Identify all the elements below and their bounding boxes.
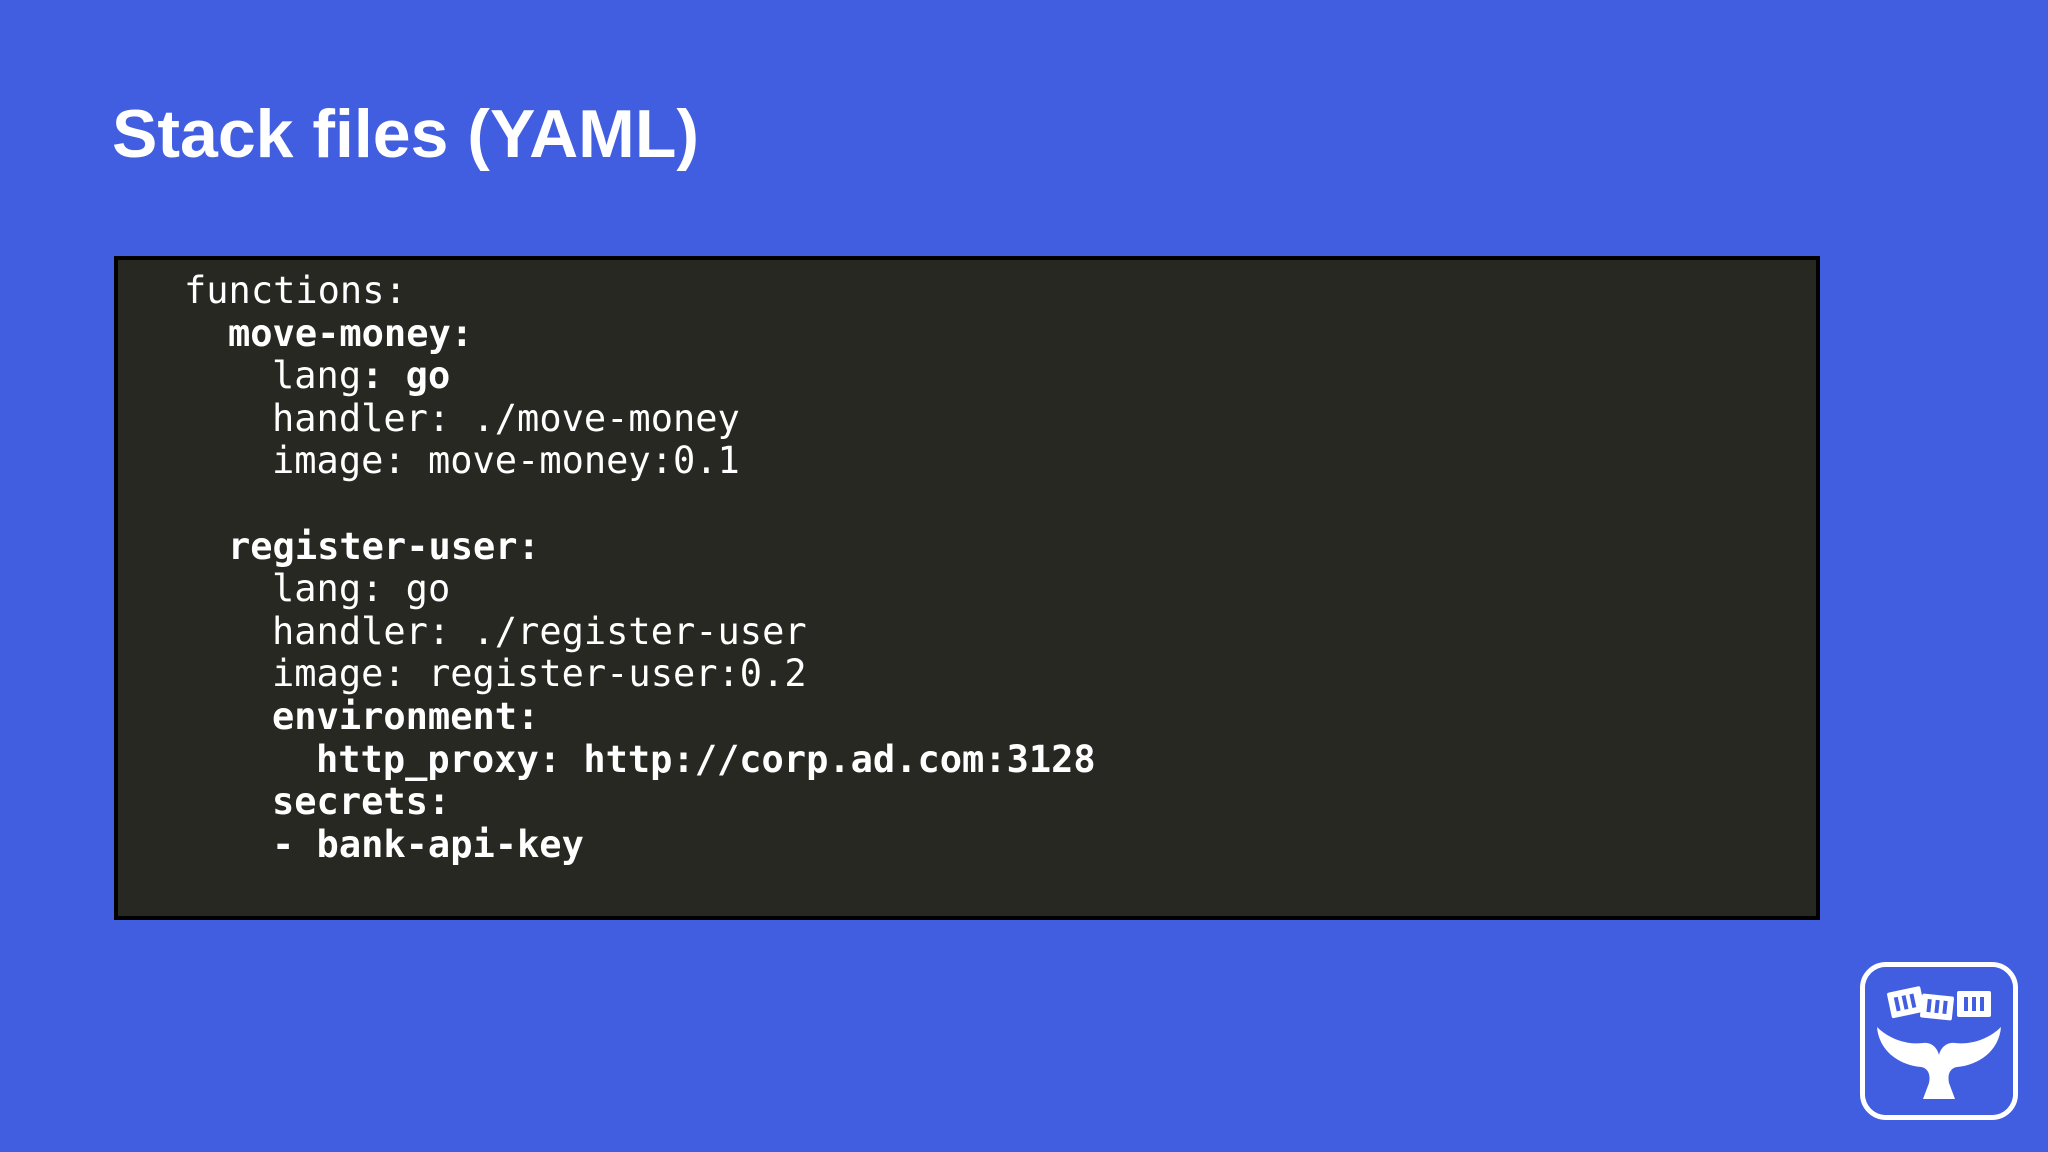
yaml-value: go xyxy=(383,354,451,398)
yaml-separator: : xyxy=(427,609,451,653)
yaml-key: register-user xyxy=(228,524,518,568)
code-line: environment: xyxy=(118,694,1816,739)
yaml-value: register-user:0.2 xyxy=(405,652,807,696)
code-line: lang: go xyxy=(118,354,1816,398)
code-line: image: move-money:0.1 xyxy=(118,440,1816,483)
yaml-separator: : xyxy=(361,567,384,611)
yaml-key: http_proxy xyxy=(316,737,539,781)
whale-containers-icon xyxy=(1865,967,2013,1115)
yaml-value: ./register-user xyxy=(450,609,807,653)
yaml-key: handler xyxy=(272,609,428,653)
code-line: image: register-user:0.2 xyxy=(118,653,1816,696)
code-line: - bank-api-key xyxy=(118,822,1816,867)
code-line: handler: ./register-user xyxy=(118,609,1816,654)
yaml-key: image xyxy=(272,652,384,696)
code-line: lang: go xyxy=(118,567,1816,611)
yaml-separator: : xyxy=(538,737,562,781)
yaml-key: environment xyxy=(272,694,518,738)
yaml-key: move-money xyxy=(228,311,451,355)
code-line: http_proxy: http://corp.ad.com:3128 xyxy=(118,737,1816,782)
yaml-key: handler xyxy=(272,396,428,440)
yaml-key: functions xyxy=(184,269,385,312)
yaml-value: ./move-money xyxy=(450,396,740,440)
yaml-value: http://corp.ad.com:3128 xyxy=(561,737,1096,781)
yaml-separator: : xyxy=(361,354,384,398)
code-blank-line xyxy=(118,483,1816,526)
yaml-separator: : xyxy=(427,780,451,824)
yaml-key: lang xyxy=(272,567,362,611)
code-line: move-money: xyxy=(118,311,1816,356)
yaml-separator: : xyxy=(383,439,406,483)
yaml-key: secrets xyxy=(272,780,428,824)
yaml-separator: : xyxy=(450,311,474,355)
yaml-code-block: functions: move-money: lang: go handler:… xyxy=(114,256,1820,920)
yaml-separator: : xyxy=(517,694,540,738)
yaml-value: go xyxy=(383,567,451,611)
yaml-separator: : xyxy=(384,269,407,312)
yaml-separator: : xyxy=(383,652,406,696)
code-line: handler: ./move-money xyxy=(118,396,1816,441)
openfaas-logo xyxy=(1860,962,2018,1120)
yaml-separator: : xyxy=(517,524,540,568)
yaml-list-item: - bank-api-key xyxy=(272,822,584,866)
yaml-key: lang xyxy=(272,354,362,398)
code-line: functions: xyxy=(118,269,1816,313)
yaml-separator: : xyxy=(427,396,451,440)
slide-title: Stack files (YAML) xyxy=(112,96,699,172)
yaml-value: move-money:0.1 xyxy=(405,439,740,483)
code-line: secrets: xyxy=(118,780,1816,824)
yaml-key: image xyxy=(272,439,384,483)
code-line: register-user: xyxy=(118,524,1816,569)
